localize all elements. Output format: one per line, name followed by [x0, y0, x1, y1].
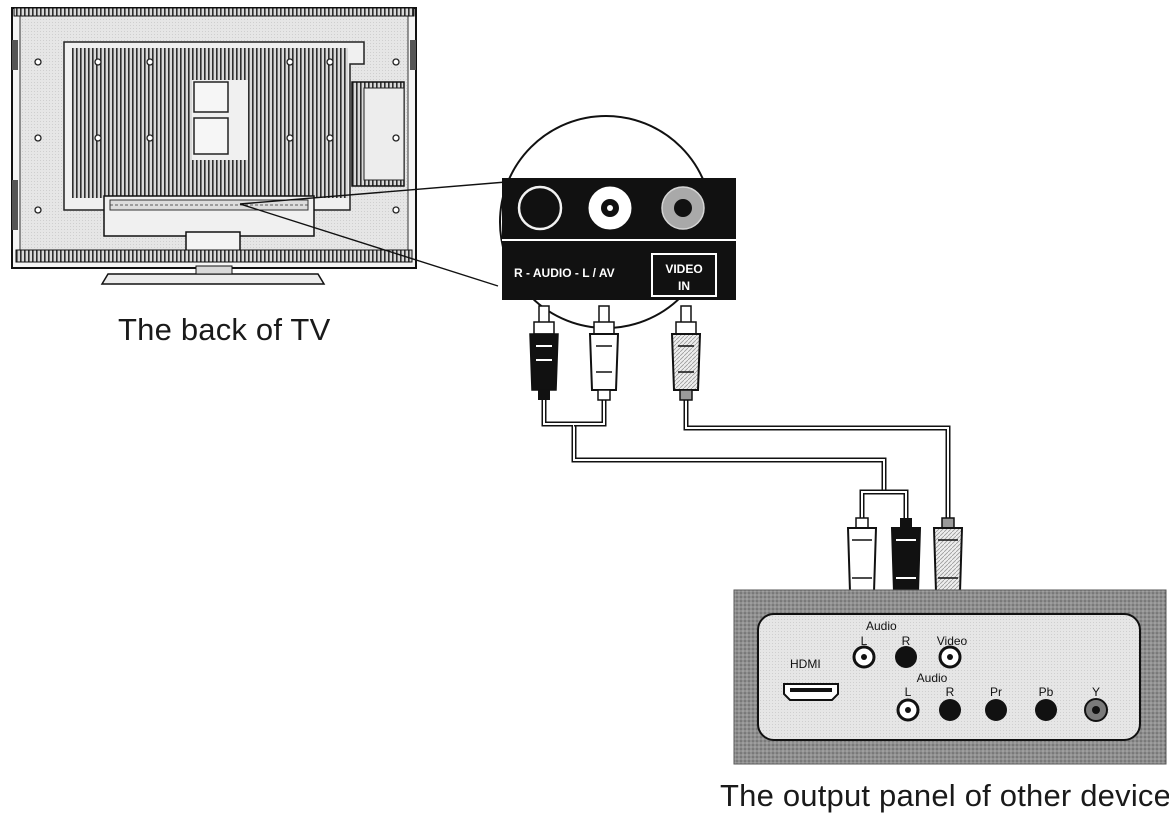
- tv-vent-right: [248, 48, 348, 198]
- pr-label: Pr: [990, 685, 1002, 699]
- device-jack-audio-l: [852, 645, 876, 669]
- callout-lines: [239, 181, 507, 287]
- tv-jack-magnifier: R - AUDIO - L / AV VIDEO IN: [499, 115, 736, 329]
- tv-back-caption: The back of TV: [118, 312, 331, 347]
- device-panel-caption: The output panel of other device: [720, 778, 1169, 813]
- audio-top-r-label: R: [902, 634, 911, 648]
- tv-video-in-box: [651, 253, 717, 297]
- tv-plug-audio-r: [529, 305, 559, 400]
- audio-top-l-label: L: [861, 634, 868, 648]
- pb-label: Pb: [1039, 685, 1054, 699]
- video-label: Video: [937, 634, 968, 648]
- tv-side-plugs: [529, 305, 702, 401]
- device-jack-video: [938, 645, 962, 669]
- tv-audio-r-jack: [517, 185, 563, 231]
- rca-cables: [541, 398, 951, 522]
- device-side-plugs: [846, 517, 964, 623]
- audio-bottom-r-label: R: [946, 685, 955, 699]
- audio-bottom-label: Audio: [917, 671, 948, 685]
- device-jack-y: [1084, 698, 1108, 722]
- device-output-panel: HDMI Audio L R Video Audio L R Pr Pb Y: [733, 589, 1167, 765]
- tv-video-in-label-1: VIDEO: [665, 262, 702, 276]
- device-jack-pr: [985, 699, 1007, 721]
- tv-video-in-label-2: IN: [678, 279, 690, 293]
- device-jack-audio-r: [895, 646, 917, 668]
- device-jack-audio2-r: [939, 699, 961, 721]
- device-jack-audio2-l: [896, 698, 920, 722]
- tv-plug-video: [670, 305, 702, 401]
- y-label: Y: [1092, 685, 1100, 699]
- tv-back-illustration: [11, 7, 417, 285]
- tv-audio-av-label: R - AUDIO - L / AV: [514, 266, 615, 280]
- audio-bottom-l-label: L: [905, 685, 912, 699]
- device-jack-pb: [1035, 699, 1057, 721]
- hdmi-label: HDMI: [790, 657, 821, 671]
- audio-top-label: Audio: [866, 619, 897, 633]
- tv-stand: [100, 273, 326, 285]
- tv-plug-audio-l: [588, 305, 620, 401]
- tv-vent-left: [72, 48, 192, 198]
